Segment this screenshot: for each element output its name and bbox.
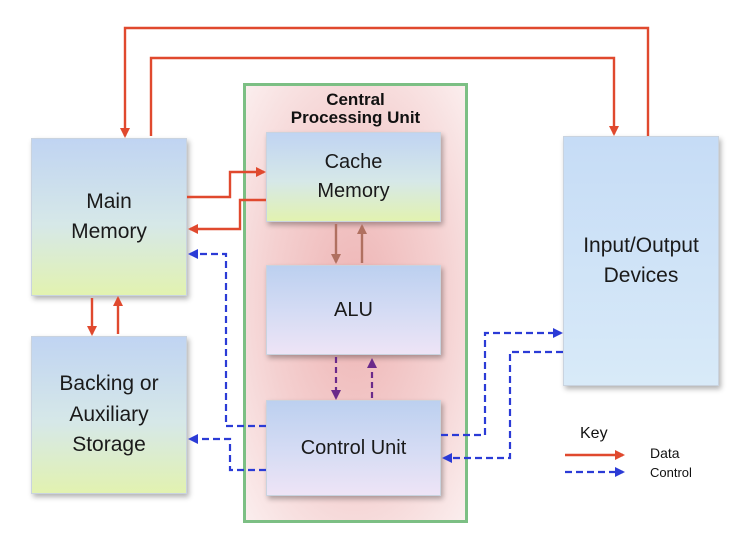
io-devices-box: Input/Output Devices	[563, 136, 719, 386]
alu-box: ALU	[266, 265, 441, 355]
control-arrow-cu-to-io	[441, 328, 563, 437]
data-arrow-io-to-main-memory	[120, 26, 650, 138]
cache-memory-box: Cache Memory	[266, 132, 441, 222]
key-control-label: Control	[650, 465, 692, 480]
cpu-title: Central Processing Unit	[290, 90, 421, 127]
backing-storage-box: Backing or Auxiliary Storage	[31, 336, 187, 494]
control-unit-box: Control Unit	[266, 400, 441, 496]
data-arrow-main-memory-to-io	[149, 56, 619, 136]
control-arrow-cu-to-main-memory	[188, 249, 266, 428]
main-memory-box: Main Memory	[31, 138, 187, 296]
control-arrow-cu-to-backing	[188, 434, 266, 472]
control-arrow-io-to-cu	[442, 350, 563, 463]
key-title: Key	[580, 425, 608, 442]
data-arrow-main-to-cache	[187, 167, 266, 199]
key-data-label: Data	[650, 445, 680, 461]
data-arrow-cache-to-main	[188, 198, 266, 234]
